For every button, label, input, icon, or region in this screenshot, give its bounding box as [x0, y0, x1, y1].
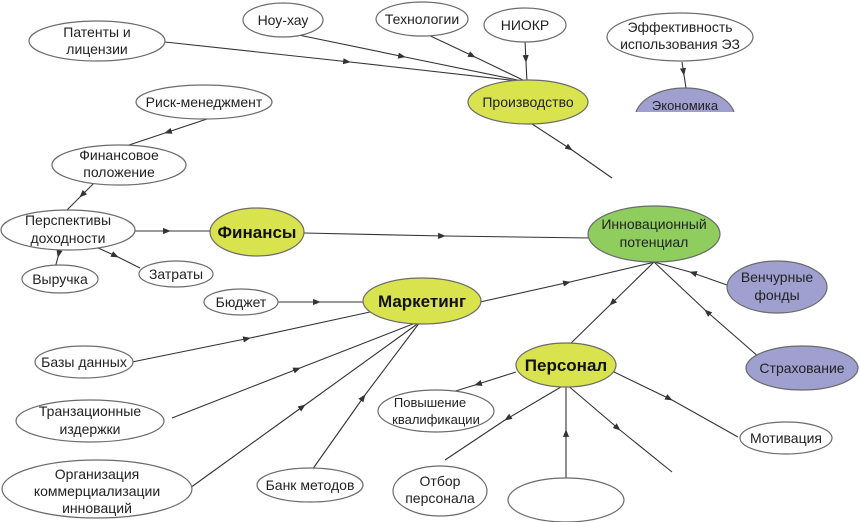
edge-niokr-production — [522, 39, 529, 83]
node-commercialization: Организация коммерциализации инноваций — [1, 459, 193, 519]
node-economics: Экономика — [635, 87, 735, 113]
node-profitability-line1: Перспективы — [25, 212, 111, 228]
node-niokr-label: НИОКР — [501, 17, 550, 33]
node-patents: Патенты и лицензии — [28, 20, 166, 62]
node-risk-management: Риск-менеджмент — [135, 84, 273, 120]
edge-innovation-personnel — [565, 261, 655, 349]
node-personnel: Персонал — [515, 342, 617, 388]
edge-insurance-innovation — [653, 261, 761, 359]
edge-finance-innovation — [303, 232, 591, 239]
node-transaction-costs-line1: Транзационные — [39, 403, 141, 419]
node-costs-label: Затраты — [149, 266, 203, 282]
node-patents-line1: Патенты и — [63, 24, 131, 40]
node-budget-label: Бюджет — [216, 294, 267, 310]
node-qualification: Повышение квалификации — [377, 389, 495, 433]
node-method-bank-label: Банк методов — [266, 477, 355, 493]
node-niokr: НИОКР — [483, 7, 567, 43]
node-motivation-label: Мотивация — [750, 430, 822, 446]
node-insurance-label: Страхование — [759, 360, 844, 376]
edge-personnel-recruitment — [444, 383, 567, 461]
node-patents-line2: лицензии — [66, 41, 127, 57]
edge-patents-production-arrow — [164, 41, 528, 83]
node-databases: Базы данных — [34, 345, 134, 379]
node-costs: Затраты — [138, 260, 214, 288]
edge-risk-finpos — [119, 117, 211, 149]
node-venture-funds-line2: фонды — [754, 287, 799, 303]
edge-commercialization-marketing — [189, 321, 421, 489]
node-recruitment: Отбор персонала — [392, 465, 488, 517]
edge-venture-innovation — [653, 261, 728, 286]
edge-transaction-marketing — [171, 321, 419, 419]
edge-ez-economics — [679, 61, 687, 89]
node-profitability: Перспективы доходности — [0, 209, 136, 251]
node-ez-efficiency-line2: использования ЭЗ — [620, 36, 740, 52]
node-economics-label: Экономика — [652, 98, 719, 113]
node-marketing-label: Маркетинг — [378, 292, 466, 311]
edge-production-lower — [531, 123, 613, 179]
node-personnel-label: Персонал — [525, 356, 607, 375]
node-recruitment-line1: Отбор — [420, 473, 461, 489]
node-finance: Финансы — [209, 207, 305, 257]
edge-finpos-profitability — [64, 181, 96, 213]
node-financial-position: Финансовое положение — [51, 144, 187, 186]
node-revenue-label: Выручка — [32, 271, 88, 287]
edge-personnel-motivation — [609, 369, 739, 438]
node-production: Производство — [467, 79, 589, 125]
edge-technologies-production — [421, 31, 528, 83]
node-bottom-unlabeled-2 — [664, 495, 806, 522]
node-technologies: Технологии — [375, 1, 469, 37]
edge-marketing-innovation — [479, 261, 656, 303]
node-know-how-label: Ноу-хау — [258, 12, 309, 28]
node-ez-efficiency-line1: Эффективность — [627, 19, 732, 35]
node-financial-position-line1: Финансовое — [79, 147, 159, 163]
node-financial-position-line2: положение — [83, 164, 155, 180]
node-innovation-potential-line2: потенциал — [620, 234, 689, 250]
node-risk-management-label: Риск-менеджмент — [146, 94, 263, 110]
node-insurance: Страхование — [745, 345, 859, 391]
node-qualification-line2: квалификации — [392, 412, 480, 427]
node-commercialization-line3: инноваций — [62, 500, 132, 516]
node-innovation-potential-line1: Инновационный — [601, 216, 706, 232]
node-databases-label: Базы данных — [41, 354, 127, 370]
node-production-label: Производство — [482, 94, 573, 110]
edge-databases-marketing — [131, 311, 371, 363]
node-technologies-label: Технологии — [385, 11, 459, 27]
node-marketing: Маркетинг — [362, 277, 482, 325]
node-method-bank: Банк методов — [256, 467, 364, 503]
node-finance-label: Финансы — [218, 223, 297, 242]
node-venture-funds: Венчурные фонды — [726, 260, 828, 314]
node-recruitment-line2: персонала — [405, 490, 475, 506]
node-qualification-line1: Повышение — [394, 395, 466, 410]
node-motivation: Мотивация — [739, 421, 833, 455]
node-venture-funds-line1: Венчурные — [741, 269, 814, 285]
edge-knowhow-production — [283, 31, 528, 83]
node-commercialization-line1: Организация — [55, 466, 139, 482]
node-ez-efficiency: Эффективность использования ЭЗ — [606, 12, 754, 62]
node-profitability-line2: доходности — [30, 230, 105, 246]
node-bottom-unlabeled-1 — [507, 477, 625, 522]
node-transaction-costs-line2: издержки — [60, 421, 121, 437]
node-innovation-potential: Инновационный потенциал — [587, 205, 721, 263]
edge-methodbank-marketing — [311, 321, 421, 471]
node-revenue: Выручка — [21, 264, 99, 294]
edge-profitability-costs — [95, 246, 141, 269]
node-budget: Бюджет — [203, 288, 279, 316]
edge-personnel-bottom-right — [565, 383, 673, 473]
node-know-how: Ноу-хау — [242, 2, 324, 38]
node-commercialization-line2: коммерциализации — [34, 483, 160, 499]
node-transaction-costs: Транзационные издержки — [15, 399, 165, 443]
